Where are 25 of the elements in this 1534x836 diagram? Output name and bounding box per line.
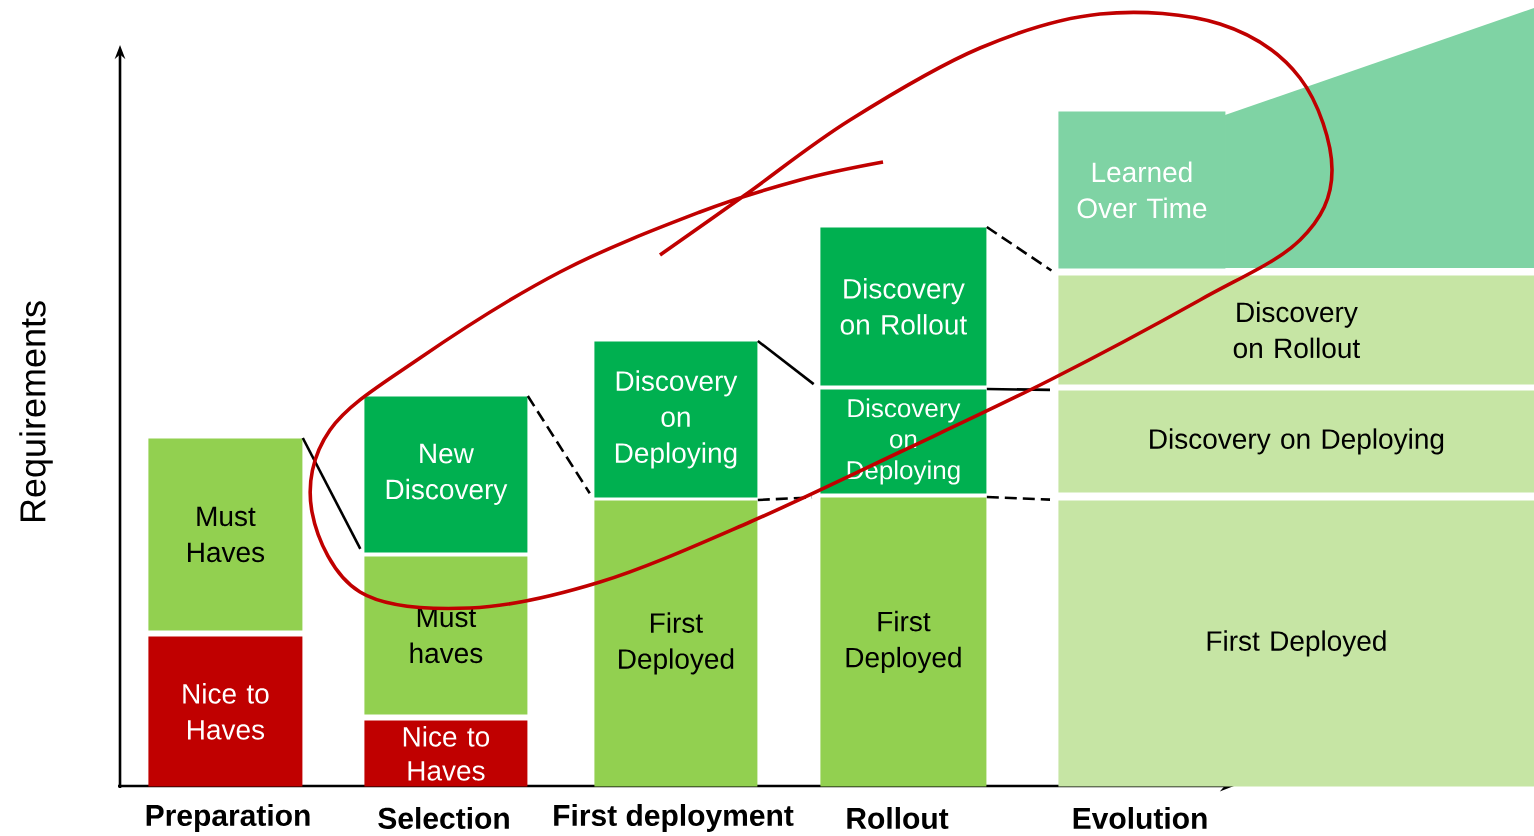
- category-label: Evolution: [1073, 807, 1207, 829]
- requirement-block: Nice to Haves: [364, 720, 528, 787]
- connector-line: [986, 225, 1053, 272]
- requirement-block: Must Haves: [148, 438, 303, 631]
- requirement-block: Learned Over Time: [1058, 111, 1226, 269]
- requirement-block: Discovery on Rollout: [1058, 275, 1534, 385]
- connector-line: [757, 339, 815, 386]
- requirement-block: Must haves: [364, 556, 528, 715]
- requirement-block: First Deployed: [594, 500, 758, 787]
- category-label: First deployment: [554, 804, 794, 832]
- requirement-block: Discovery on Deploying: [1058, 390, 1534, 493]
- category-label: Preparation: [146, 804, 310, 832]
- connector-line: [986, 387, 1051, 392]
- connector-line: [301, 437, 362, 550]
- requirement-block: New Discovery: [364, 396, 528, 553]
- requirement-block: Nice to Haves: [148, 636, 303, 787]
- connector-line: [526, 395, 591, 494]
- requirement-block: Discovery on Deploying: [594, 341, 758, 498]
- requirement-block: First Deployed: [820, 497, 987, 787]
- node-label: Learned Over Time: [1077, 161, 1207, 219]
- requirement-block: First Deployed: [1058, 500, 1534, 787]
- connector-line: [986, 495, 1051, 501]
- category-label: Selection: [378, 807, 509, 829]
- axis-title: Requirements: [19, 301, 53, 522]
- requirement-block: Discovery on Rollout: [820, 227, 987, 386]
